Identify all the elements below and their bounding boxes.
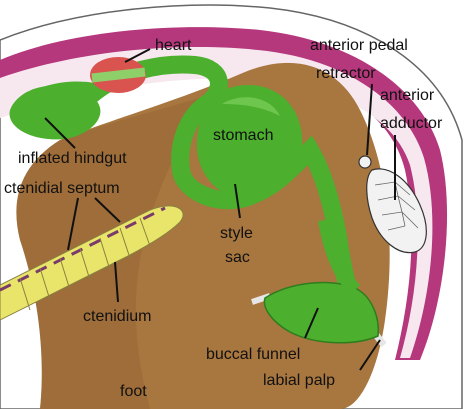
label-style: style — [220, 225, 253, 242]
label-anterior-pedal: anterior pedal — [310, 37, 408, 54]
label-inflated-hindgut: inflated hindgut — [18, 150, 127, 167]
label-ctenidial-septum: ctenidial septum — [4, 180, 120, 197]
label-labial-palp: labial palp — [263, 372, 335, 389]
heart-vessel — [92, 72, 145, 78]
label-heart: heart — [155, 37, 192, 54]
label-buccal-funnel: buccal funnel — [206, 346, 300, 363]
label-ctenidium: ctenidium — [83, 308, 151, 325]
label-foot: foot — [120, 383, 147, 400]
label-anterior: anterior — [380, 87, 435, 104]
label-sac: sac — [225, 249, 250, 266]
label-retractor: retractor — [316, 65, 376, 82]
pedal-retractor-shape — [359, 156, 371, 168]
label-stomach: stomach — [213, 127, 273, 144]
label-adductor: adductor — [380, 115, 443, 132]
